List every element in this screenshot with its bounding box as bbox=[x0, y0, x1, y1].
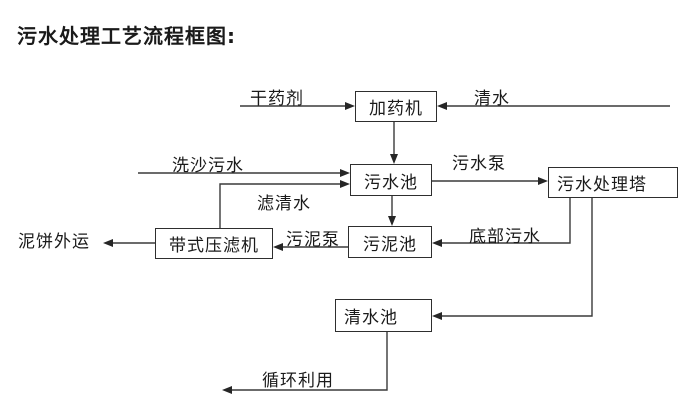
edge-recycling-arrowhead bbox=[222, 386, 232, 394]
flow-label-sludge-pump: 污泥泵 bbox=[286, 230, 340, 250]
flow-label-bottom-sewage: 底部污水 bbox=[469, 227, 541, 247]
flow-label-mud-cake-outbound: 泥饼外运 bbox=[18, 232, 90, 252]
edge-clean-water-arrowhead bbox=[437, 102, 447, 110]
flow-label-sewage-pump: 污水泵 bbox=[452, 154, 506, 174]
edge-dry-agent-arrowhead bbox=[345, 102, 355, 110]
edge-bottom-sewage-arrowhead bbox=[432, 239, 442, 247]
edge-sewage-pump-arrowhead bbox=[538, 177, 548, 185]
flow-label-clean-water: 清水 bbox=[474, 89, 510, 109]
edge-tower-to-clean-pool-line bbox=[440, 198, 593, 317]
node-sludge-pool: 污泥池 bbox=[348, 226, 432, 258]
edge-sewage-to-sludge-arrowhead bbox=[388, 216, 396, 226]
node-belt-filter-press: 带式压滤机 bbox=[155, 228, 273, 259]
edge-bottom-sewage-line bbox=[440, 198, 571, 244]
flow-label-filtered-water: 滤清水 bbox=[257, 194, 311, 214]
edge-sludge-pump-arrowhead bbox=[273, 243, 283, 251]
node-clean-water-pool: 清水池 bbox=[335, 299, 432, 332]
edge-recycling-line bbox=[230, 332, 388, 391]
node-sewage-treatment-tower: 污水处理塔 bbox=[548, 167, 678, 198]
edge-mud-cake-arrowhead bbox=[103, 239, 113, 247]
node-sewage-pool: 污水池 bbox=[350, 164, 432, 196]
flow-label-sand-washing-sewage: 洗沙污水 bbox=[172, 156, 244, 176]
flow-label-recycling-use: 循环利用 bbox=[262, 371, 334, 391]
edge-sand-washing-arrowhead bbox=[340, 169, 350, 177]
diagram-title: 污水处理工艺流程框图: bbox=[17, 24, 236, 48]
edge-dosing-to-sewage-arrowhead bbox=[390, 154, 398, 164]
edge-tower-to-clean-pool-arrowhead bbox=[432, 312, 442, 320]
flow-label-dry-agent: 干药剂 bbox=[250, 89, 304, 109]
node-dosing-machine: 加药机 bbox=[355, 91, 437, 122]
edge-filtered-water-arrowhead bbox=[340, 180, 350, 188]
edge-filtered-water-line bbox=[219, 183, 342, 228]
